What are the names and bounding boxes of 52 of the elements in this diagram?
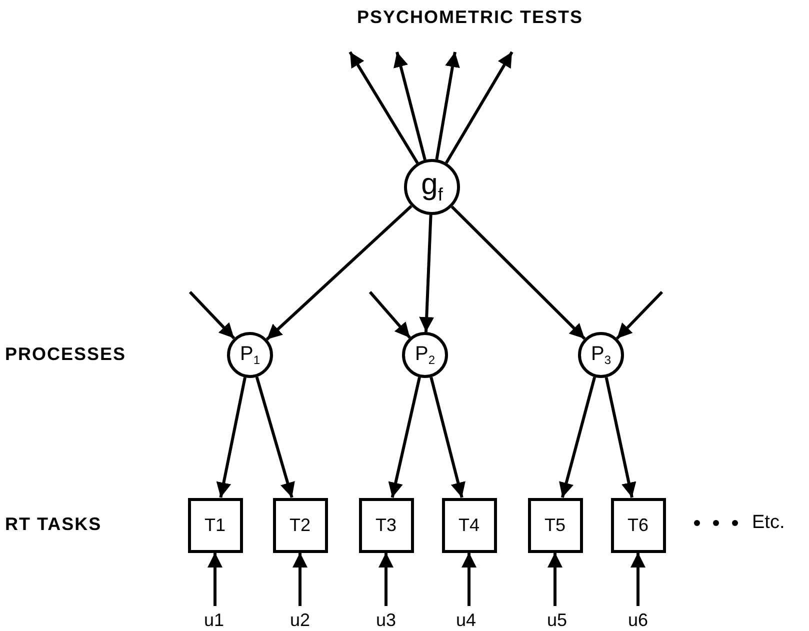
row-heading: RT TASKS xyxy=(5,514,102,535)
task-box xyxy=(610,498,666,552)
error-term-label: u3 xyxy=(376,611,396,629)
arrow xyxy=(435,52,460,160)
arrow xyxy=(266,204,412,340)
arrow xyxy=(419,214,434,332)
node-label: T4 xyxy=(458,516,480,534)
error-term-label: u5 xyxy=(546,611,568,629)
error-term-label: u6 xyxy=(628,611,648,629)
arrow xyxy=(450,206,586,340)
arrow xyxy=(368,291,412,339)
arrow xyxy=(559,376,596,498)
error-term-label: u1 xyxy=(204,611,224,629)
arrow xyxy=(348,51,419,164)
node-label: g$_{f}$ xyxy=(421,170,443,204)
node-label: P$_{1}$ xyxy=(240,344,260,366)
node-label: T5 xyxy=(544,516,566,534)
arrow xyxy=(292,552,308,606)
node-label: T1 xyxy=(204,516,226,534)
arrow xyxy=(255,376,295,498)
row-heading: PROCESSES xyxy=(5,344,126,365)
latent-variable-circle xyxy=(402,332,448,378)
arrow xyxy=(445,51,514,164)
arrow xyxy=(188,290,236,340)
arrow xyxy=(616,290,664,340)
arrow xyxy=(208,552,222,606)
continuation-text: Etc. xyxy=(752,512,785,534)
arrow xyxy=(630,552,646,606)
task-box xyxy=(358,498,414,552)
latent-variable-circle xyxy=(578,332,624,378)
node-label: T3 xyxy=(375,516,396,534)
error-term-label: u2 xyxy=(290,611,310,629)
task-box xyxy=(188,498,242,552)
latent-variable-circle xyxy=(404,159,460,215)
arrow xyxy=(430,376,466,498)
arrow xyxy=(604,377,636,498)
error-term-label: u4 xyxy=(456,611,476,629)
arrow xyxy=(388,376,421,498)
task-box xyxy=(272,498,328,552)
arrow xyxy=(394,52,426,160)
node-label: P$_{2}$ xyxy=(414,344,436,366)
node-label: P$_{3}$ xyxy=(590,344,612,366)
arrow xyxy=(378,552,394,606)
arrow xyxy=(216,377,246,498)
arrow xyxy=(548,552,562,606)
task-box xyxy=(528,498,582,552)
node-label: T2 xyxy=(289,516,310,534)
task-box xyxy=(442,498,496,552)
column-heading: PSYCHOMETRIC TESTS xyxy=(356,7,584,28)
arrow xyxy=(462,552,476,606)
node-label: T6 xyxy=(627,516,648,534)
latent-variable-circle xyxy=(227,332,273,378)
